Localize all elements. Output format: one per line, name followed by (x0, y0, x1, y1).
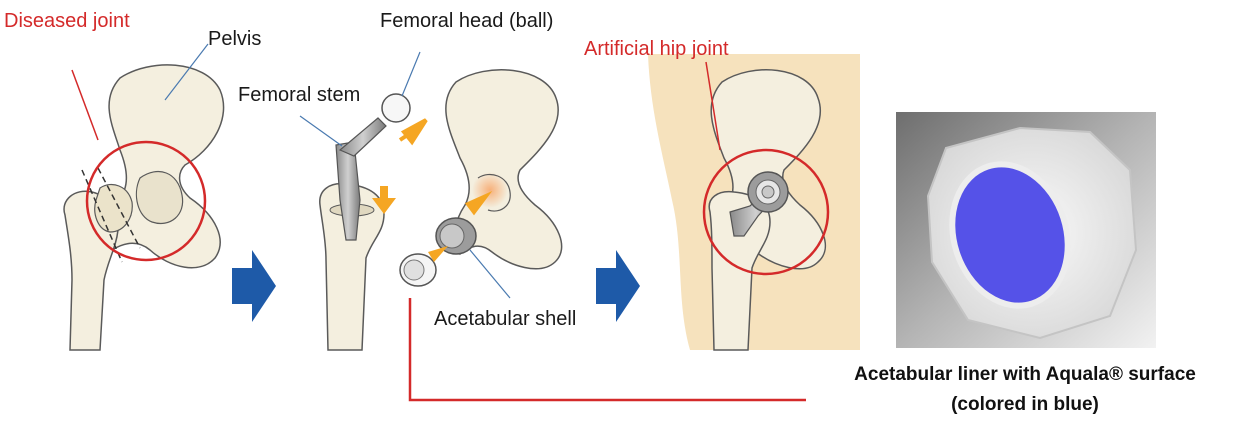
blue-arrow-1 (232, 250, 276, 322)
caption-line-1: Acetabular liner with Aquala® surface (808, 364, 1242, 386)
blue-arrow-2 (596, 250, 640, 322)
label-artificial-hip-joint: Artificial hip joint (584, 38, 729, 61)
femoral-head (382, 94, 410, 122)
label-acetabular-shell: Acetabular shell (434, 308, 576, 331)
orange-arrow-head (400, 120, 426, 142)
label-pelvis: Pelvis (208, 28, 261, 51)
femoral-stem-pointer (300, 116, 342, 146)
label-femoral-head: Femoral head (ball) (380, 10, 553, 33)
panel-diseased-joint (64, 44, 224, 350)
caption-line-2: (colored in blue) (808, 394, 1242, 416)
pelvis-bone (103, 65, 223, 268)
liner-photo (896, 112, 1156, 348)
label-femoral-stem: Femoral stem (238, 84, 360, 107)
panel-artificial-joint (648, 54, 860, 350)
femoral-head-pointer (402, 52, 420, 96)
diseased-joint-pointer (72, 70, 98, 140)
label-diseased-joint: Diseased joint (4, 10, 130, 33)
